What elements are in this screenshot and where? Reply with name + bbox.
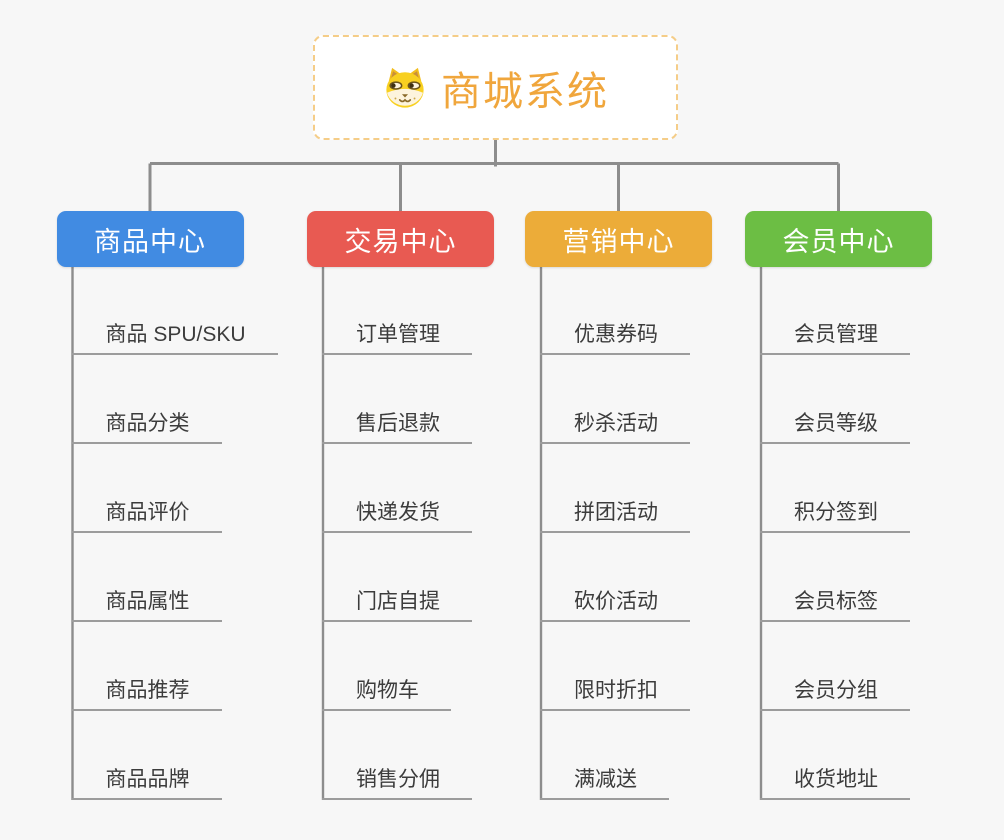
dog-face-icon: [382, 66, 428, 109]
leaf-node[interactable]: 满减送: [540, 769, 669, 800]
branch-node-member-center[interactable]: 会员中心: [745, 211, 932, 267]
leaf-node[interactable]: 会员分组: [760, 680, 910, 711]
leaf-node[interactable]: 限时折扣: [540, 680, 690, 711]
leaf-node[interactable]: 订单管理: [322, 324, 472, 355]
leaf-node[interactable]: 销售分佣: [322, 769, 472, 800]
leaf-node[interactable]: 会员等级: [760, 413, 910, 444]
branch-label: 交易中心: [344, 226, 457, 257]
leaf-node[interactable]: 商品属性: [71, 591, 222, 622]
leaf-node[interactable]: 购物车: [322, 680, 451, 711]
branch-label: 会员中心: [782, 226, 895, 257]
leaf-node[interactable]: 商品品牌: [71, 769, 222, 800]
leaf-node[interactable]: 优惠券码: [540, 324, 690, 355]
branch-label: 营销中心: [562, 226, 675, 257]
leaf-node[interactable]: 秒杀活动: [540, 413, 690, 444]
branch-label: 商品中心: [94, 226, 206, 257]
leaf-node[interactable]: 商品分类: [71, 413, 222, 444]
leaf-node[interactable]: 售后退款: [322, 413, 472, 444]
leaf-node[interactable]: 拼团活动: [540, 502, 690, 533]
root-node[interactable]: 商城系统: [313, 35, 678, 140]
root-title: 商城系统: [441, 69, 609, 114]
leaf-node[interactable]: 快递发货: [322, 502, 472, 533]
leaf-node[interactable]: 商品 SPU/SKU: [71, 324, 278, 355]
leaf-node[interactable]: 会员标签: [760, 591, 910, 622]
branch-node-trade-center[interactable]: 交易中心: [307, 211, 494, 267]
leaf-node[interactable]: 砍价活动: [540, 591, 690, 622]
leaf-node[interactable]: 商品推荐: [71, 680, 222, 711]
branch-node-marketing-center[interactable]: 营销中心: [525, 211, 712, 267]
leaf-node[interactable]: 商品评价: [71, 502, 222, 533]
leaf-node[interactable]: 会员管理: [760, 324, 910, 355]
leaf-node[interactable]: 门店自提: [322, 591, 472, 622]
leaf-node[interactable]: 收货地址: [760, 769, 910, 800]
leaf-node[interactable]: 积分签到: [760, 502, 910, 533]
branch-node-product-center[interactable]: 商品中心: [56, 211, 244, 267]
